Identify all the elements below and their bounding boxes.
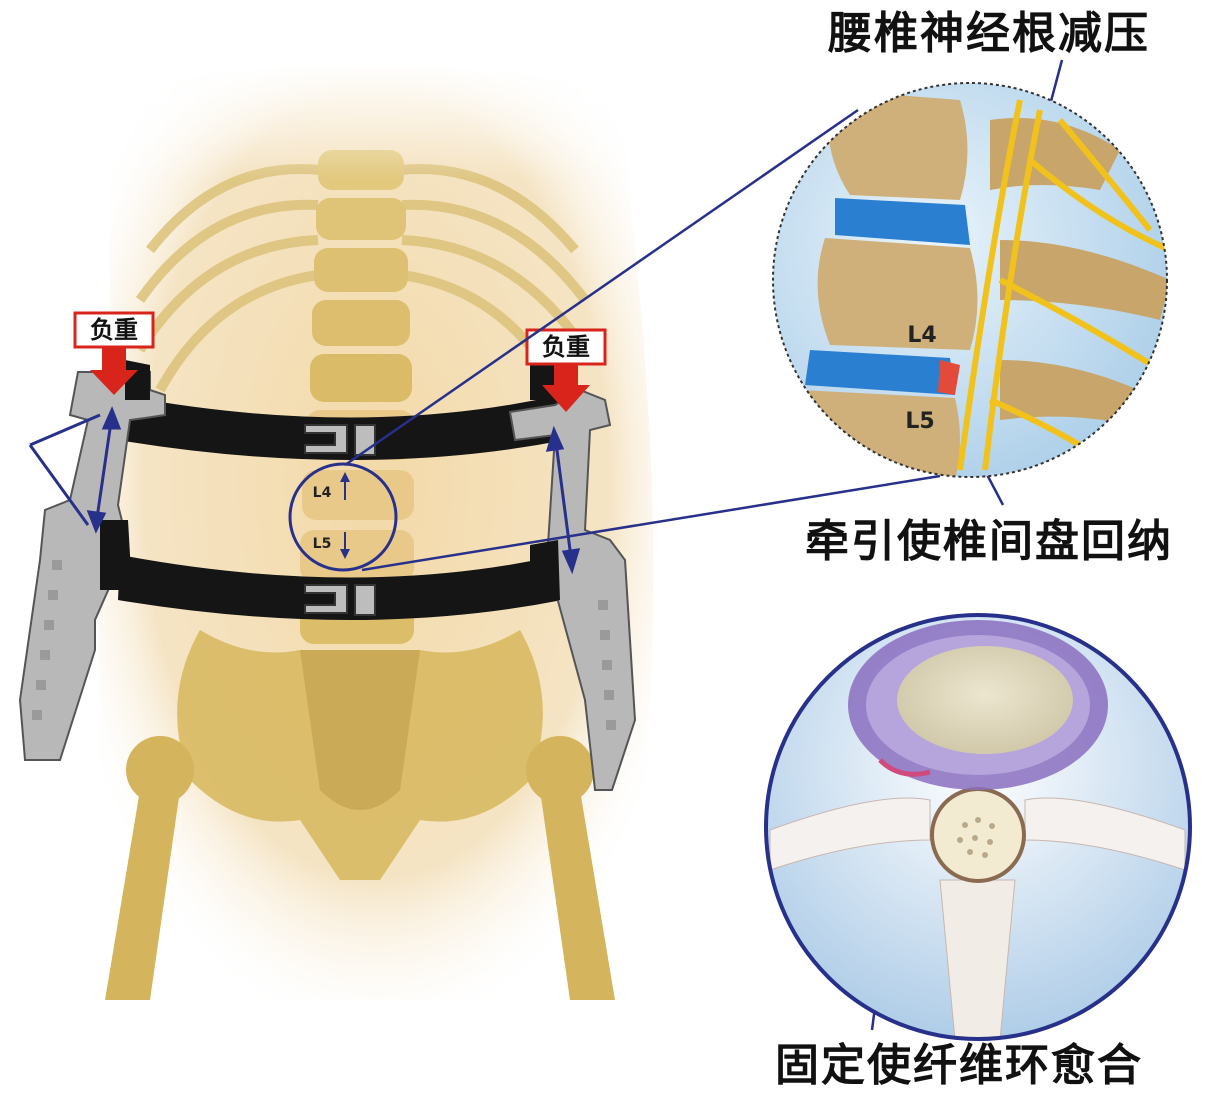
- disc-retraction-caption: 牵引使椎间盘回纳: [805, 520, 1173, 564]
- load-label-right: 负重: [542, 333, 590, 361]
- spinal-cord: [932, 789, 1024, 881]
- torso-l4-label: L4: [313, 485, 332, 501]
- spine-side-view-inset: L4 L5: [773, 83, 1170, 480]
- inset-l4-label: L4: [907, 323, 936, 348]
- inset-l5-label: L5: [905, 409, 934, 434]
- annulus-healing-caption: 固定使纤维环愈合: [775, 1044, 1143, 1088]
- load-label-left: 负重: [90, 316, 138, 344]
- nucleus-pulposus: [897, 646, 1073, 754]
- disc-axial-view-inset: [766, 615, 1190, 1040]
- spine: [300, 150, 414, 644]
- nerve-decompression-caption: 腰椎神经根减压: [828, 12, 1150, 56]
- torso-l5-label: L5: [313, 536, 332, 552]
